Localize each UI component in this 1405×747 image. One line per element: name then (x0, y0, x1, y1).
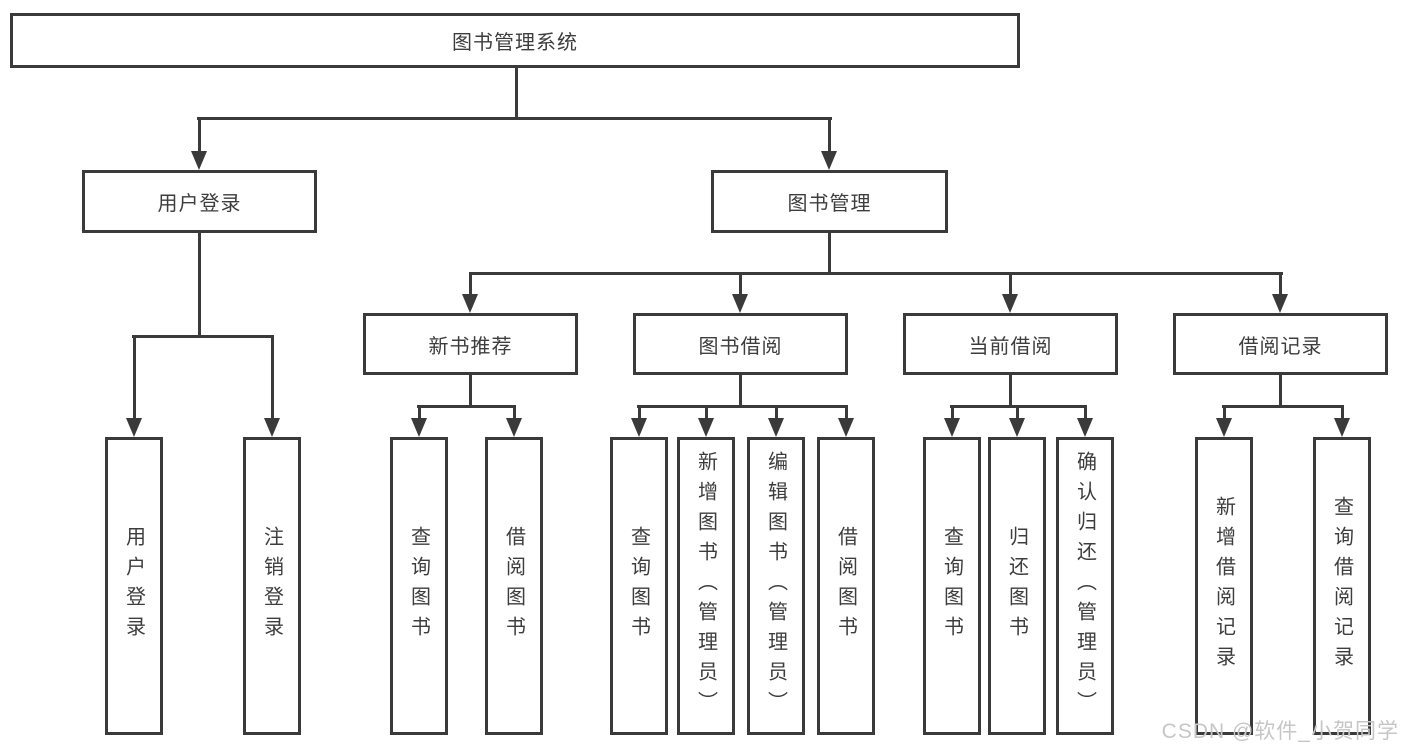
connector-line (1279, 272, 1282, 298)
connector-line (828, 233, 831, 275)
node-leaf-confirm-return-admin: 确认归还（管理员） (1056, 437, 1114, 735)
node-label: 归还图书 (1005, 526, 1028, 646)
arrowhead-down-icon (698, 418, 714, 437)
node-label: 查询图书 (407, 526, 430, 646)
node-label: 查询借阅记录 (1330, 496, 1353, 676)
node-book-management: 图书管理 (711, 170, 948, 233)
node-label: 新增借阅记录 (1212, 496, 1235, 676)
node-label: 新书推荐 (428, 335, 513, 358)
connector-line (845, 405, 848, 421)
connector-line (1279, 375, 1282, 408)
node-label: 图书借阅 (698, 335, 783, 358)
node-leaf-return-books: 归还图书 (988, 437, 1046, 735)
connector-line (469, 272, 472, 298)
node-label: 确认归还（管理员） (1073, 451, 1096, 721)
connector-line (638, 405, 641, 421)
node-label: 借阅图书 (502, 526, 525, 646)
connector-line (417, 405, 516, 408)
arrowhead-down-icon (631, 418, 647, 437)
connector-line (198, 117, 201, 155)
arrowhead-down-icon (264, 418, 280, 437)
connector-line (705, 405, 708, 421)
connector-line (1009, 272, 1012, 298)
connector-line (1223, 405, 1226, 421)
node-book-borrow: 图书借阅 (633, 313, 848, 375)
arrowhead-down-icon (462, 294, 478, 313)
arrowhead-down-icon (838, 418, 854, 437)
arrowhead-down-icon (411, 418, 427, 437)
arrowhead-down-icon (821, 151, 837, 170)
node-label: 编辑图书（管理员） (764, 451, 787, 721)
node-leaf-user-login: 用户登录 (105, 437, 163, 735)
connector-line (513, 405, 516, 421)
arrowhead-down-icon (768, 418, 784, 437)
node-label: 图书管理系统 (452, 32, 578, 54)
node-label: 图书管理 (787, 193, 872, 215)
connector-line (739, 375, 742, 408)
node-label: 注销登录 (260, 526, 283, 646)
node-label: 查询图书 (627, 526, 650, 646)
arrowhead-down-icon (1002, 294, 1018, 313)
connector-line (1084, 405, 1087, 421)
connector-line (271, 335, 274, 421)
arrowhead-down-icon (1009, 418, 1025, 437)
connector-line (469, 272, 1283, 275)
node-leaf-borrow-books-2: 借阅图书 (817, 437, 875, 735)
node-leaf-add-borrow-record: 新增借阅记录 (1195, 437, 1253, 735)
connector-line (637, 405, 848, 408)
connector-line (828, 117, 831, 155)
node-label: 借阅图书 (834, 526, 857, 646)
node-leaf-borrow-books-1: 借阅图书 (485, 437, 543, 735)
watermark: CSDN @软件_小贺同学 (1161, 720, 1399, 743)
node-new-book-recommend: 新书推荐 (363, 313, 578, 375)
arrowhead-down-icon (1216, 418, 1232, 437)
node-label: 新增图书（管理员） (694, 451, 717, 721)
arrowhead-down-icon (732, 294, 748, 313)
arrowhead-down-icon (1272, 294, 1288, 313)
arrowhead-down-icon (1334, 418, 1350, 437)
node-label: 借阅记录 (1238, 335, 1323, 358)
connector-line (132, 335, 274, 338)
node-borrow-records: 借阅记录 (1173, 313, 1388, 375)
node-leaf-query-books-1: 查询图书 (390, 437, 448, 735)
connector-line (198, 233, 201, 337)
node-label: 当前借阅 (968, 335, 1053, 358)
node-root: 图书管理系统 (10, 13, 1020, 68)
arrowhead-down-icon (506, 418, 522, 437)
node-leaf-edit-books-admin: 编辑图书（管理员） (747, 437, 805, 735)
connector-line (775, 405, 778, 421)
connector-line (418, 405, 421, 421)
arrowhead-down-icon (1077, 418, 1093, 437)
node-leaf-add-books-admin: 新增图书（管理员） (677, 437, 735, 735)
arrowhead-down-icon (126, 418, 142, 437)
connector-line (1016, 405, 1019, 421)
connector-line (1009, 375, 1012, 408)
connector-line (197, 117, 832, 120)
connector-line (951, 405, 954, 421)
node-label: 用户登录 (157, 193, 242, 215)
arrowhead-down-icon (944, 418, 960, 437)
node-leaf-query-borrow-record: 查询借阅记录 (1313, 437, 1371, 735)
node-current-borrow: 当前借阅 (903, 313, 1118, 375)
connector-line (1222, 405, 1344, 408)
connector-line (469, 375, 472, 408)
node-label: 查询图书 (940, 526, 963, 646)
connector-line (739, 272, 742, 298)
node-leaf-query-books-2: 查询图书 (610, 437, 668, 735)
node-label: 用户登录 (122, 526, 145, 646)
connector-line (515, 68, 518, 120)
node-leaf-logout: 注销登录 (243, 437, 301, 735)
arrowhead-down-icon (191, 151, 207, 170)
connector-line (1341, 405, 1344, 421)
node-leaf-query-books-3: 查询图书 (923, 437, 981, 735)
node-user-login: 用户登录 (82, 170, 317, 233)
connector-line (133, 335, 136, 421)
